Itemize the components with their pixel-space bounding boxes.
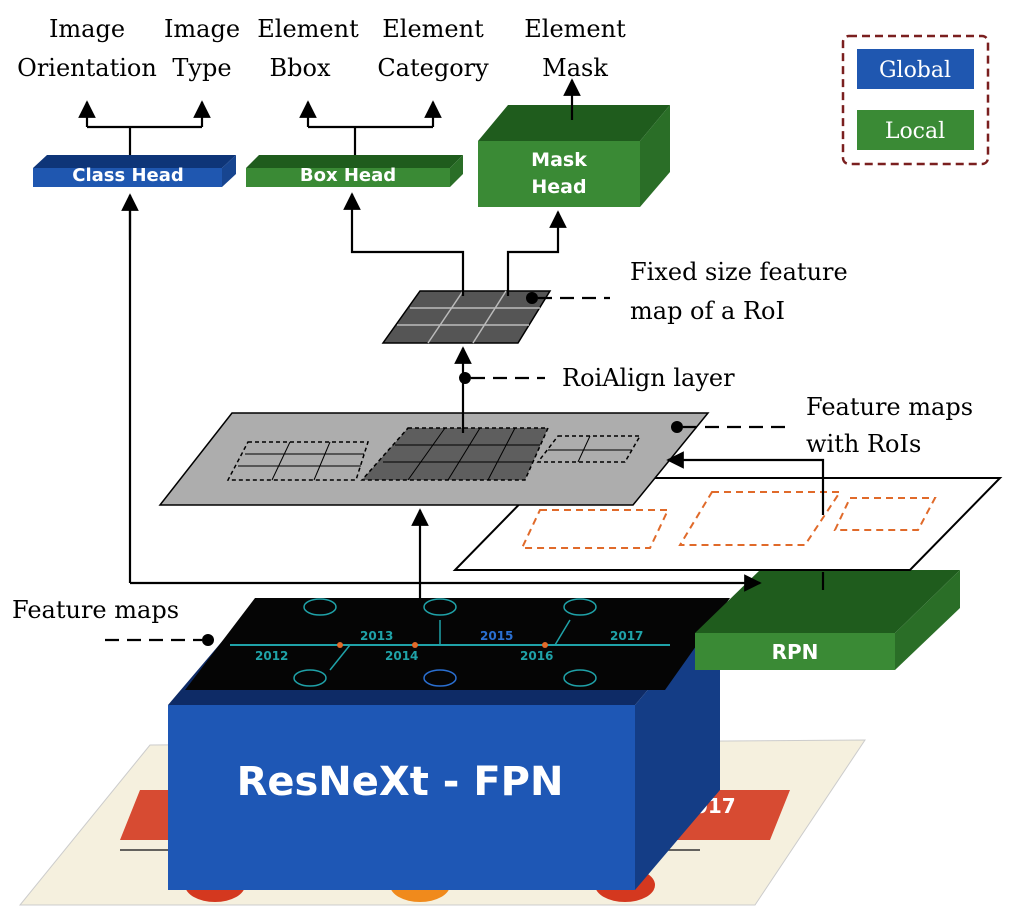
feature-map-icon [563,669,597,687]
output-arrows [78,78,581,155]
annotation-fixed-size-line1: Fixed size feature [630,258,848,286]
mask-head-label-line1: Mask [531,149,587,171]
infographic-year: 2012 [255,649,288,663]
mask-head-label-line2: Head [531,176,586,198]
output-mask-line2: Mask [542,54,608,82]
feature-map-icon [423,669,457,687]
legend-local-label: Local [885,119,945,144]
rpn-label: RPN [772,640,819,664]
infographic-year: 2013 [360,629,393,643]
legend-global-swatch [857,49,974,89]
output-orientation-line1: Image [49,15,125,43]
roi-feature-grid [381,290,552,344]
annotation-feature-maps: Feature maps [12,596,179,624]
infographic-year: 2014 [385,649,418,663]
feature-map-icon [293,669,327,687]
output-type-line1: Image [164,15,240,43]
output-type-line2: Type [172,54,231,82]
output-bbox-line2: Bbox [270,54,331,82]
legend-global-label: Global [879,58,951,83]
output-orientation-line2: Orientation [17,54,157,82]
feature-map-icon [563,598,597,616]
infographic-year: 2015 [480,629,513,643]
flow-arrows [121,192,825,598]
annotations: Fixed size feature map of a RoI RoiAlign… [12,258,973,646]
legend: Global Local [841,34,990,166]
rpn-block: RPN [695,570,960,670]
output-mask-line1: Element [524,15,626,43]
feature-map-icon [423,598,457,616]
annotation-feature-maps-rois-line2: with RoIs [806,430,921,458]
feature-maps-layer: 2013 2015 2017 2012 2014 2016 [185,598,730,690]
output-bbox-line1: Element [257,15,359,43]
mask-head-block: Mask Head [478,105,670,207]
annotation-feature-maps-rois-line1: Feature maps [806,393,973,421]
class-head-block: Class Head [33,155,236,187]
annotation-fixed-size-line2: map of a RoI [630,297,785,325]
feature-maps-with-rois-plane [158,412,710,506]
box-head-block: Box Head [246,155,463,187]
legend-local-swatch [857,110,974,150]
class-head-label: Class Head [72,165,184,186]
output-category-line1: Element [382,15,484,43]
annotation-roialign: RoiAlign layer [562,364,735,392]
output-labels: Image Orientation Image Type Element Bbo… [17,15,626,82]
backbone-label: ResNeXt - FPN [237,759,564,805]
infographic-year: 2017 [610,629,643,643]
infographic-year: 2016 [520,649,553,663]
feature-map-icon [303,598,337,616]
output-category-line2: Category [377,54,489,82]
box-head-label: Box Head [300,165,396,186]
